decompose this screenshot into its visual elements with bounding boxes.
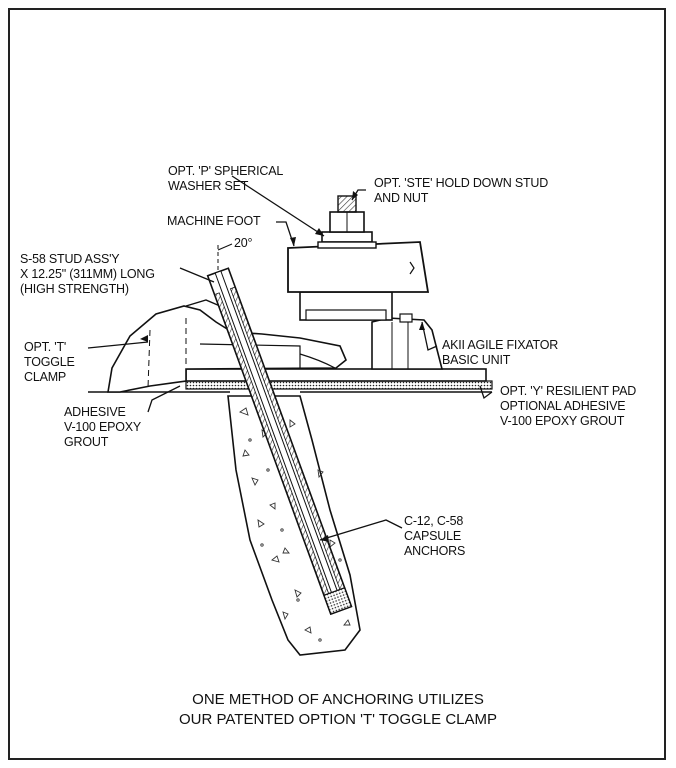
grout-pocket [227,395,361,656]
label-resilient-pad: OPT. 'Y' RESILIENT PAD OPTIONAL ADHESIVE… [500,384,637,428]
label-machine-foot: MACHINE FOOT [167,214,261,228]
toggle-clamp-body [107,305,347,393]
machine-foot [287,241,430,293]
label-toggle-clamp: OPT. 'T' TOGGLE CLAMP [24,340,75,384]
concrete-aggregate [239,407,351,642]
label-capsule-anchors: C-12, C-58 CAPSULE ANCHORS [404,514,466,558]
label-hold-down-stud: OPT. 'STE' HOLD DOWN STUD AND NUT [374,176,549,205]
hold-down-stud [337,195,357,213]
drawing-frame [8,8,666,760]
label-fixator: AKII AGILE FIXATOR BASIC UNIT [442,338,559,367]
resilient-pad [185,380,493,390]
anchor-stud [206,267,353,616]
fixator-base [185,368,487,382]
spherical-washer [321,231,373,243]
fixator-housing [371,317,444,370]
label-stud-assy: S-58 STUD ASS'Y X 12.25" (311MM) LONG (H… [20,252,155,296]
caption-line-1: ONE METHOD OF ANCHORING UTILIZES [192,691,484,708]
caption-line-2: OUR PATENTED OPTION 'T' TOGGLE CLAMP [179,711,497,728]
label-spherical-washer: OPT. 'P' SPHERICAL WASHER SET [168,164,284,193]
leader-lines [87,175,493,541]
label-angle: 20° [234,236,253,250]
leader-arrowheads [140,191,425,542]
label-adhesive-grout: ADHESIVE V-100 EPOXY GROUT [64,405,142,449]
